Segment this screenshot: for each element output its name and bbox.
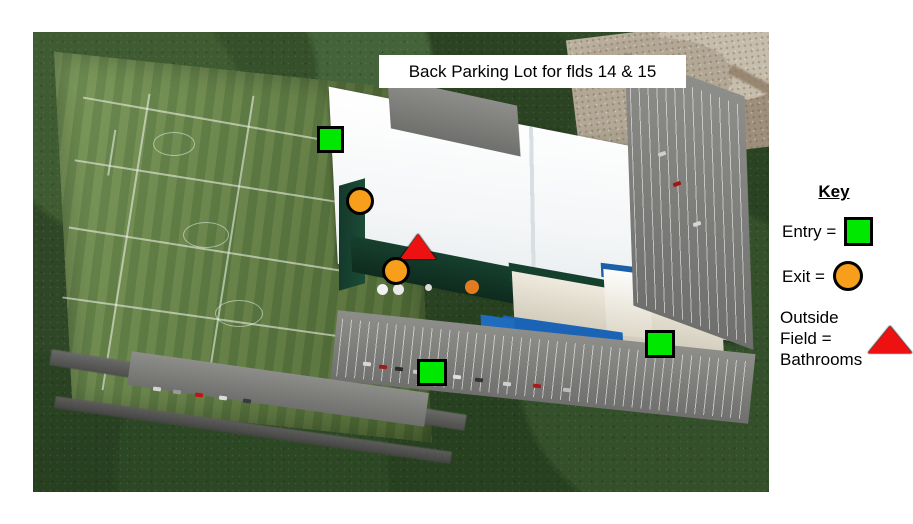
- parking-stripes-east: [628, 63, 750, 345]
- key-legend: Key Entry = Exit = Outside Field = Bathr…: [772, 174, 913, 386]
- key-heading: Key: [818, 182, 850, 201]
- parked-car: [532, 383, 542, 389]
- sport-logo: [425, 284, 432, 291]
- parked-car: [394, 366, 404, 372]
- field-center-circle: [153, 132, 195, 156]
- bathroom-triangle-icon: [868, 326, 913, 353]
- parked-car: [378, 364, 388, 370]
- key-outside-line2: Field =: [780, 329, 832, 348]
- entry-marker-south-field[interactable]: [417, 359, 447, 386]
- parked-car: [502, 381, 512, 387]
- key-row-exit: Exit =: [782, 261, 863, 291]
- key-outside-label-lines: Outside Field = Bathrooms: [780, 307, 862, 370]
- entry-marker-main-building[interactable]: [645, 330, 675, 358]
- entry-marker-north-field[interactable]: [317, 126, 344, 153]
- field-center-circle: [215, 300, 263, 327]
- key-outside-line1: Outside: [780, 308, 839, 327]
- exit-marker-mid-field[interactable]: [382, 257, 410, 285]
- parked-car: [452, 374, 462, 380]
- key-outside-line3: Bathrooms: [780, 350, 863, 369]
- basketball-logo: [465, 280, 479, 294]
- parked-car: [562, 387, 572, 393]
- parked-car: [362, 361, 372, 367]
- parked-car: [474, 377, 484, 383]
- exit-marker-north-field[interactable]: [346, 187, 374, 215]
- key-exit-label: Exit =: [782, 266, 825, 286]
- exit-swatch-icon: [833, 261, 863, 291]
- key-row-outside-field: Outside Field = Bathrooms: [780, 307, 913, 370]
- key-entry-label: Entry =: [782, 222, 837, 241]
- soccer-ball-logo: [377, 284, 388, 295]
- map-title-label: Back Parking Lot for flds 14 & 15: [379, 55, 686, 88]
- entry-swatch-icon: [844, 217, 874, 246]
- bathroom-marker-fieldhouse[interactable]: [400, 234, 436, 259]
- field-center-circle: [183, 222, 229, 248]
- soccer-ball-logo: [393, 284, 404, 295]
- key-row-entry: Entry =: [782, 217, 874, 246]
